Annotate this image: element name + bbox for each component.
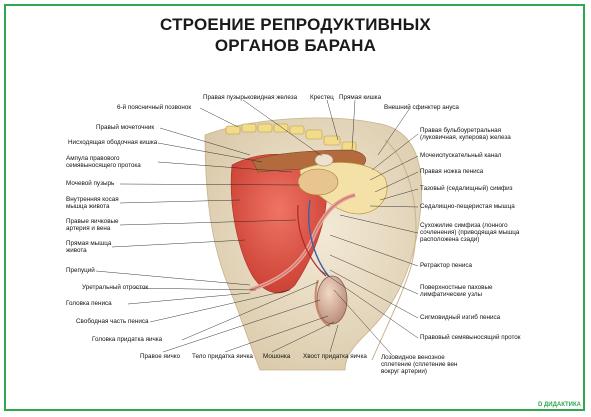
hind-leg (371, 139, 417, 361)
label-urethral-process: Уретральный отросток (82, 284, 149, 291)
label-penis-crus: Правая ножка пениса (420, 168, 484, 175)
label-vas-deferens: Правовый семявыносящий проток (420, 334, 521, 341)
label-rectus-muscle: Прямая мышца живота (66, 240, 112, 255)
vesicular-gland (314, 153, 334, 167)
label-anal-sphincter: Внешний сфинктер ануса (384, 104, 459, 111)
label-pelvic-symphysis: Тазовый (седалищный) симфиз (420, 185, 513, 192)
label-symphysis-tendon: Сухожилие симфиза (лонного сочленения) (… (420, 222, 520, 244)
label-epididymis-head: Головка придатка яичка (92, 336, 163, 343)
label-epididymis-body: Тело придатка яичка (192, 353, 253, 360)
label-vesicular-gland: Правая пузырьковидная железа (203, 94, 298, 101)
title-line-1: СТРОЕНИЕ РЕПРОДУКТИВНЫХ (160, 15, 431, 34)
title-line-2: ОРГАНОВ БАРАНА (214, 36, 377, 55)
label-right-testis: Правое яичко (140, 353, 181, 360)
label-ischiocavernosus: Седалищно-пещеристая мышца (420, 203, 515, 210)
poster-title: СТРОЕНИЕ РЕПРОДУКТИВНЫХ ОРГАНОВ БАРАНА (0, 14, 591, 56)
poster-frame (4, 4, 585, 411)
spermatic-vessels (297, 204, 327, 277)
label-retractor-penis: Ретрактор пениса (420, 262, 473, 269)
epididymis (314, 279, 331, 327)
label-rectum: Прямая кишка (339, 94, 382, 101)
label-lumbar-vertebra: 6-й поясничный позвонок (117, 104, 192, 111)
label-urethra: Мочеиспускательный канал (420, 152, 502, 159)
testis (316, 275, 348, 325)
label-ampulla: Ампула правового семявыносящего протока (66, 155, 141, 170)
label-scrotum: Мошонка (263, 353, 291, 360)
label-bladder: Мочевой пузырь (66, 180, 115, 187)
label-sacrum: Крестец (310, 94, 334, 101)
label-oblique-muscle: Внутренняя косая мышца живота (66, 196, 119, 211)
label-testicular-vessels: Правые яичковые артерия и вена (66, 218, 119, 233)
label-free-penis: Свободная часть пениса (76, 318, 149, 325)
publisher-logo: D ДИДАКТИКА (538, 402, 581, 408)
bladder (297, 168, 339, 196)
label-right-ureter: Правый мочеточник (96, 124, 155, 131)
label-prepuce: Препуций (66, 267, 95, 274)
label-descending-colon: Нисходящая ободочная кишка (68, 139, 158, 146)
label-bulbourethral-gland: Правая бульбоуретральная (луковичная, ку… (420, 127, 511, 142)
spine (225, 123, 357, 152)
label-lymph-nodes: Поверхностные паховые лимфатические узлы (420, 284, 493, 299)
label-sigmoid-flexure: Сигмовидный изгиб пениса (420, 314, 501, 321)
label-glans-penis: Головка пениса (66, 300, 112, 307)
label-pampiniform-plexus: Лозовидное венозное сплетение (сплетение… (381, 354, 458, 376)
label-epididymis-tail: Хвост придатка яичка (303, 353, 367, 360)
leader-lines (95, 99, 419, 356)
vas-deferens (308, 199, 331, 279)
